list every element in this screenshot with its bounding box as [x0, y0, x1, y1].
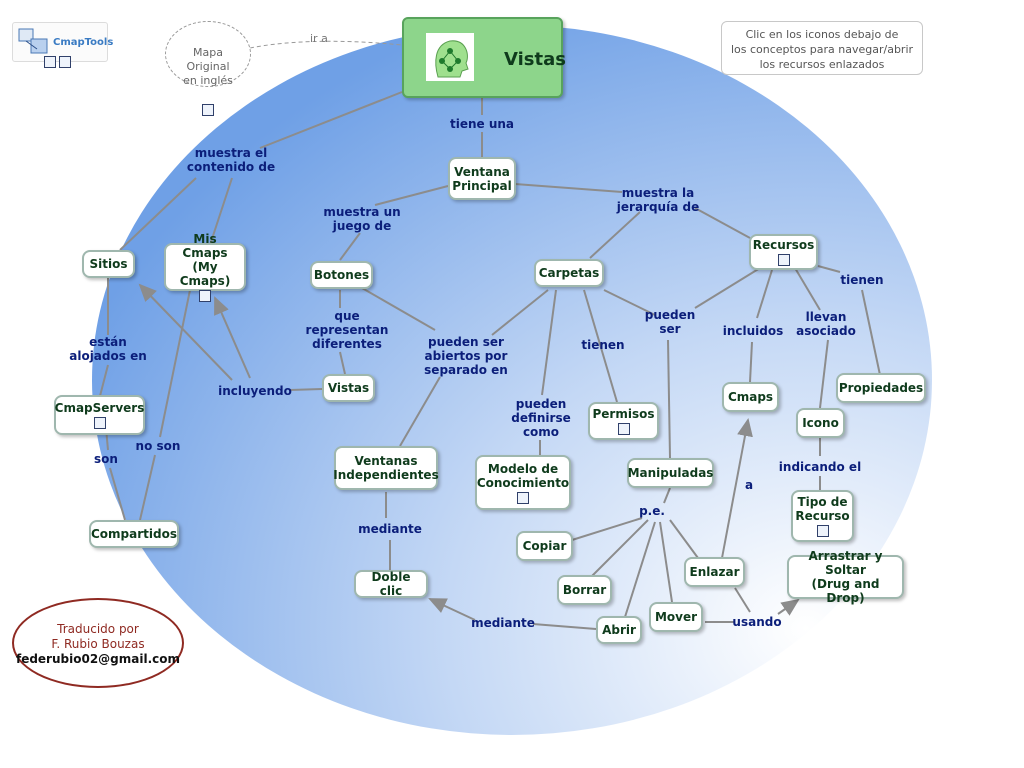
original-map-label: Mapa Original en inglés — [183, 46, 233, 87]
document-icon[interactable] — [44, 56, 56, 68]
credit-email[interactable]: federubio02@gmail.com — [15, 652, 181, 666]
logo-resource-icons — [44, 56, 71, 68]
translator-credit: Traducido por F. Rubio Bouzas federubio0… — [12, 598, 184, 688]
concept-tipo-de-recurso[interactable]: Tipo de Recurso — [791, 490, 854, 542]
link-muestra-un-juego-de: muestra un juego de — [323, 205, 401, 233]
concept-propiedades[interactable]: Propiedades — [836, 373, 926, 403]
link-mediante-doble-clic: mediante — [358, 522, 422, 536]
cmap-link-icon[interactable] — [59, 56, 71, 68]
link-llevan-asociado: llevan asociado — [796, 310, 856, 338]
title-concept: Vistas — [402, 17, 566, 98]
concept-abrir[interactable]: Abrir — [596, 616, 642, 644]
concept-carpetas[interactable]: Carpetas — [534, 259, 604, 287]
link-a: a — [744, 478, 754, 492]
link-pueden-definirse-como: pueden definirse como — [511, 397, 571, 439]
concept-ventanas-independientes[interactable]: Ventanas Independientes — [333, 446, 439, 490]
link-pueden-ser: pueden ser — [644, 308, 696, 336]
ir-a-dashed-line — [249, 40, 403, 49]
ir-a-label: ir a — [310, 32, 328, 45]
link-muestra-el-contenido-de: muestra el contenido de — [186, 146, 276, 174]
concept-enlazar[interactable]: Enlazar — [684, 557, 745, 587]
concept-modelo-de-conocimiento[interactable]: Modelo de Conocimiento — [475, 455, 571, 510]
concept-icono[interactable]: Icono — [796, 408, 845, 438]
cmap-link-icon[interactable] — [777, 254, 790, 266]
credit-line-1: Traducido por — [57, 622, 139, 636]
connector-lines — [99, 91, 881, 630]
concept-botones[interactable]: Botones — [310, 261, 373, 289]
logo-text: CmapTools — [53, 37, 114, 48]
concept-recursos[interactable]: Recursos — [749, 234, 818, 270]
original-map-link[interactable]: Mapa Original en inglés — [165, 21, 251, 116]
concept-borrar[interactable]: Borrar — [557, 575, 612, 605]
concept-cmapservers[interactable]: CmapServers — [54, 395, 145, 435]
concept-ventana-principal[interactable]: Ventana Principal — [448, 157, 516, 200]
concept-arrastrar-y-soltar[interactable]: Arrastrar y Soltar (Drug and Drop) — [787, 549, 904, 605]
link-muestra-la-jerarquia-de: muestra la jerarquía de — [616, 186, 700, 214]
link-tienen-permisos: tienen — [581, 338, 625, 352]
concept-mis-cmaps[interactable]: Mis Cmaps (My Cmaps) — [164, 232, 246, 302]
link-incluidos: incluidos — [722, 324, 784, 338]
link-estan-alojados-en: están alojados en — [69, 335, 147, 363]
link-incluyendo: incluyendo — [218, 384, 292, 398]
cmap-link-icon[interactable] — [517, 491, 529, 504]
concept-permisos[interactable]: Permisos — [588, 402, 659, 440]
link-indicando-el: indicando el — [778, 460, 862, 474]
link-usando: usando — [732, 615, 782, 629]
link-que-representan-diferentes: que representan diferentes — [305, 309, 389, 351]
cmap-link-icon[interactable] — [93, 417, 106, 429]
cmaptools-logo: CmapTools — [12, 22, 113, 62]
link-tiene-una: tiene una — [449, 117, 515, 131]
link-pueden-ser-abiertos: pueden ser abiertos por separado en — [424, 335, 508, 377]
head-network-icon — [435, 40, 469, 78]
concept-mover[interactable]: Mover — [649, 602, 703, 632]
link-no-son: no son — [135, 439, 181, 453]
cmap-link-icon[interactable] — [617, 423, 630, 435]
concept-cmaps[interactable]: Cmaps — [722, 382, 779, 412]
credit-line-2: F. Rubio Bouzas — [51, 637, 145, 651]
map-title: Vistas — [504, 49, 566, 70]
cmaptools-logo-icon — [18, 28, 48, 54]
link-tienen-propiedades: tienen — [840, 273, 884, 287]
views-head-icon — [426, 33, 474, 81]
link-mediante-abrir: mediante — [471, 616, 535, 630]
concept-doble-clic[interactable]: Doble clic — [354, 570, 428, 598]
concept-manipuladas[interactable]: Manipuladas — [627, 458, 714, 488]
concept-copiar[interactable]: Copiar — [516, 531, 573, 561]
link-son: son — [94, 452, 118, 466]
link-pe: p.e. — [639, 504, 665, 518]
concept-sitios[interactable]: Sitios — [82, 250, 135, 278]
document-icon[interactable] — [202, 104, 214, 116]
concept-vistas[interactable]: Vistas — [322, 374, 375, 402]
cmap-link-icon[interactable] — [199, 290, 211, 302]
cmap-link-icon[interactable] — [816, 525, 829, 537]
instruction-box: Clic en los iconos debajo de los concept… — [721, 21, 923, 75]
concept-compartidos[interactable]: Compartidos — [89, 520, 179, 548]
